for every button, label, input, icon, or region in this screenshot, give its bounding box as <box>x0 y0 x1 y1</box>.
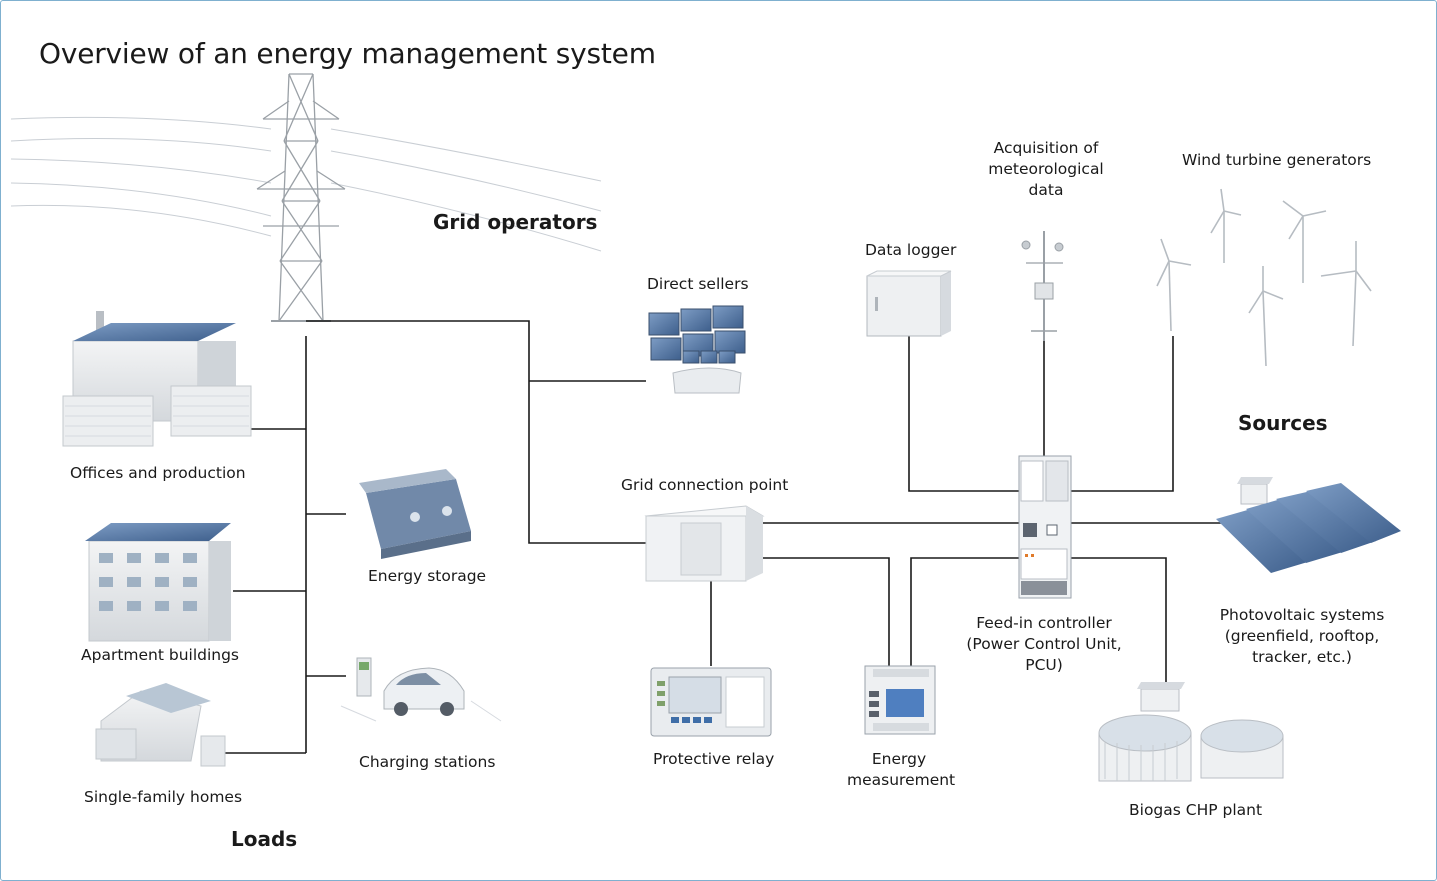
label-energy-measurement-line2: measurement <box>847 771 956 789</box>
label-energy-measurement: Energy measurement <box>847 749 956 791</box>
group-label-grid-operators: Grid operators <box>433 210 598 234</box>
biogas-chp-plant-icon <box>1098 682 1284 782</box>
label-energy-measurement-line1: Energy <box>871 750 927 768</box>
direct-sellers-monitor-wall-icon <box>648 305 746 394</box>
energy-measurement-meter-icon <box>864 665 936 735</box>
offices-building-icon <box>62 311 252 447</box>
label-photovoltaic-systems: Photovoltaic systems (greenfield, roofto… <box>1217 605 1387 668</box>
label-grid-connection-point: Grid connection point <box>621 476 789 494</box>
label-pv-line2: (greenfield, rooftop, <box>1224 627 1380 645</box>
weather-station-icon <box>1021 231 1064 341</box>
charging-station-icon <box>340 657 502 722</box>
feed-in-controller-pcu-icon <box>1018 455 1072 599</box>
label-data-logger: Data logger <box>865 241 957 259</box>
data-logger-cabinet-icon <box>866 270 952 337</box>
protective-relay-icon <box>650 667 772 737</box>
wind-turbine-icon <box>1156 188 1372 367</box>
single-family-home-icon <box>95 683 226 767</box>
label-meteorological-data: Acquisition of meteorological data <box>986 138 1106 201</box>
label-apartment-buildings: Apartment buildings <box>81 646 240 664</box>
label-pv-line1: Photovoltaic systems <box>1219 606 1385 624</box>
connection-lines <box>225 320 1241 754</box>
label-charging-stations: Charging stations <box>359 753 496 771</box>
label-feed-in-controller: Feed-in controller (Power Control Unit, … <box>959 613 1129 676</box>
group-label-sources: Sources <box>1238 411 1328 435</box>
label-biogas-chp-plant: Biogas CHP plant <box>1129 801 1263 819</box>
label-meteorological-line1: Acquisition of <box>993 139 1099 157</box>
label-pcu-line2: (Power Control Unit, <box>966 635 1122 653</box>
group-label-loads: Loads <box>231 827 298 851</box>
label-meteorological-line3: data <box>1028 181 1064 199</box>
label-offices-and-production: Offices and production <box>70 464 246 482</box>
label-pv-line3: tracker, etc.) <box>1252 648 1352 666</box>
transmission-tower-icon <box>256 73 346 322</box>
grid-connection-cabinet-icon <box>644 505 765 582</box>
energy-storage-container-icon <box>359 469 471 559</box>
label-direct-sellers: Direct sellers <box>647 275 749 293</box>
diagram-title: Overview of an energy management system <box>39 37 656 70</box>
label-single-family-homes: Single-family homes <box>84 788 243 806</box>
label-pcu-line1: Feed-in controller <box>976 614 1112 632</box>
label-wind-turbine-generators: Wind turbine generators <box>1182 151 1372 169</box>
power-lines <box>10 116 602 252</box>
apartment-building-icon <box>85 523 231 642</box>
label-meteorological-line2: meteorological <box>988 160 1104 178</box>
label-pcu-line3: PCU) <box>1025 656 1063 674</box>
photovoltaic-array-icon <box>1216 477 1401 573</box>
label-protective-relay: Protective relay <box>653 750 775 768</box>
label-energy-storage: Energy storage <box>368 567 487 585</box>
